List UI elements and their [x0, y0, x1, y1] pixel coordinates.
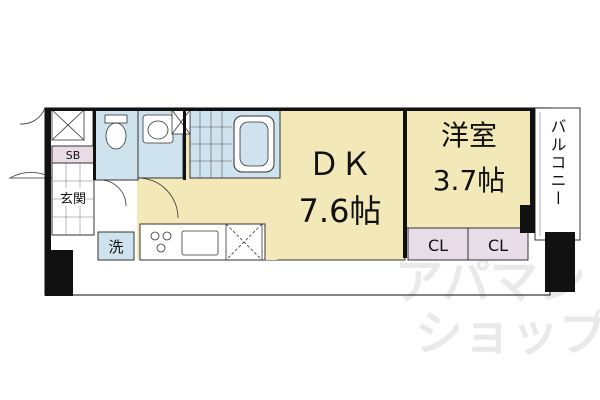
door-swing-icon	[137, 177, 179, 219]
western-size-label: 3.7帖	[433, 164, 506, 197]
fridge-space-icon	[225, 223, 263, 261]
balcony	[534, 107, 581, 241]
closet-1	[407, 227, 469, 261]
western-name-label: 洋室	[441, 119, 497, 152]
balcony-label: バルコニー	[548, 118, 567, 208]
stove-icon	[150, 231, 172, 253]
laundry-area	[97, 231, 135, 261]
shoebox-label: SB	[66, 149, 81, 162]
closet-1-label: CL	[428, 236, 448, 255]
entrance-label: 玄関	[60, 192, 86, 207]
western-floor	[404, 109, 534, 229]
shaft-icon	[51, 109, 191, 141]
toilet-icon	[104, 114, 128, 150]
washbasin-icon	[142, 114, 174, 144]
dk-size-label: 7.6帖	[299, 192, 382, 230]
sink-icon	[181, 230, 219, 256]
walls	[45, 108, 575, 296]
washer-label: 洗	[108, 238, 123, 256]
closet-2	[467, 227, 529, 261]
closet-2-label: CL	[488, 236, 508, 255]
dk-name-label: ＤＫ	[308, 145, 372, 183]
bath-tile-grid	[190, 110, 232, 178]
watermark-line2: ショップ	[415, 306, 600, 362]
